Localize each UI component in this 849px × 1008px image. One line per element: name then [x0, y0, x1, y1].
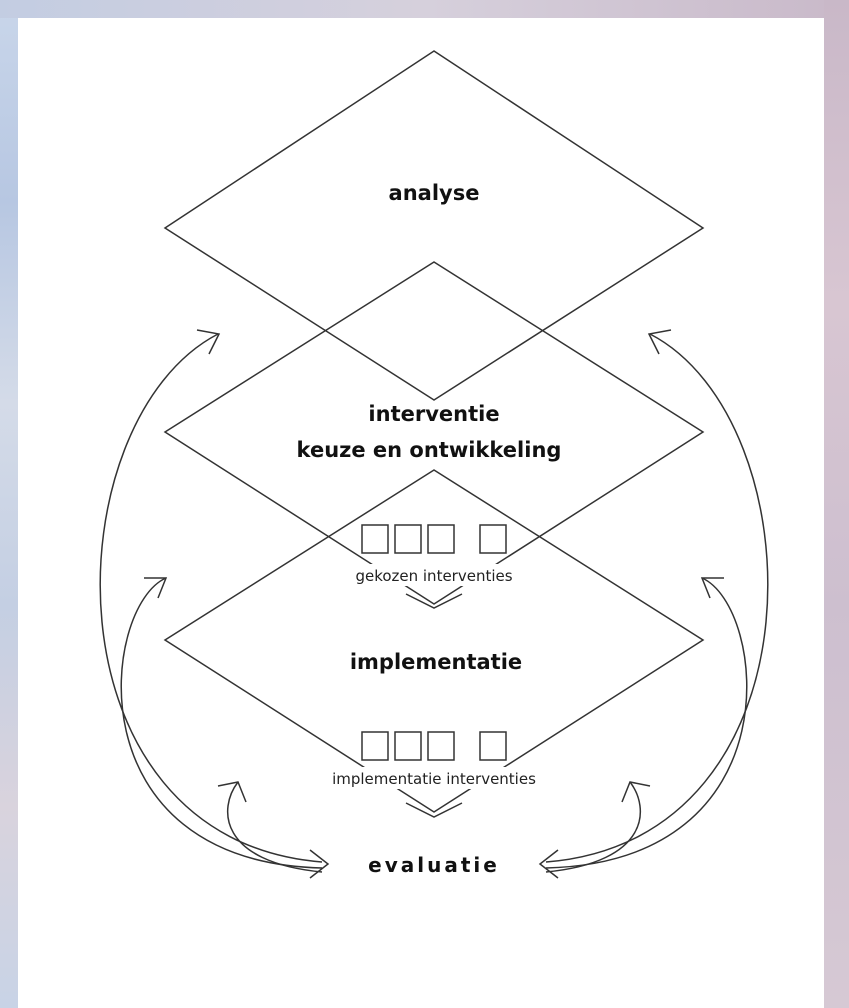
- chevron-down-icon: [405, 593, 463, 609]
- intervention-square: [427, 524, 455, 554]
- arrowhead-icon: [217, 781, 247, 803]
- sublabel-implementatie-interventies: implementatie interventies: [332, 770, 536, 788]
- diagram-panel: [18, 18, 824, 1008]
- background-right-edge: [824, 0, 849, 1008]
- feedback-arrow-analyse-right: [545, 333, 769, 863]
- arrowhead-icon: [196, 329, 221, 355]
- background-top-edge: [0, 0, 849, 18]
- arrowhead-icon: [538, 849, 559, 879]
- feedback-arrow-interventie-right: [545, 577, 748, 869]
- stage-label-analyse: analyse: [389, 181, 480, 205]
- arrowhead-icon: [309, 849, 330, 879]
- stage-label-interventie: interventie: [368, 402, 499, 426]
- implementatie-diamond: [163, 469, 705, 813]
- chevron-down-icon: [405, 802, 463, 818]
- implementation-square: [479, 731, 507, 761]
- stage-label-implementatie: implementatie: [350, 650, 522, 674]
- interventie-diamond: [163, 261, 705, 605]
- intervention-square: [394, 524, 422, 554]
- analyse-diamond: [163, 50, 705, 401]
- feedback-arrow-analyse-left: [99, 333, 323, 863]
- implementation-square: [427, 731, 455, 761]
- intervention-square: [361, 524, 389, 554]
- arrowhead-icon: [144, 577, 168, 599]
- feedback-arrow-implementatie-right: [545, 781, 642, 873]
- implementation-square: [361, 731, 389, 761]
- implementation-square: [394, 731, 422, 761]
- stage-label-evaluatie: evaluatie: [368, 853, 500, 877]
- feedback-arrow-implementatie-left: [226, 781, 323, 873]
- arrowhead-icon: [700, 577, 724, 599]
- intervention-square: [479, 524, 507, 554]
- sublabel-gekozen-interventies: gekozen interventies: [355, 567, 512, 585]
- stage-label-keuze: keuze en ontwikkeling: [297, 438, 562, 462]
- arrowhead-icon: [647, 329, 672, 355]
- arrowhead-icon: [621, 781, 651, 803]
- feedback-arrow-interventie-left: [120, 577, 323, 869]
